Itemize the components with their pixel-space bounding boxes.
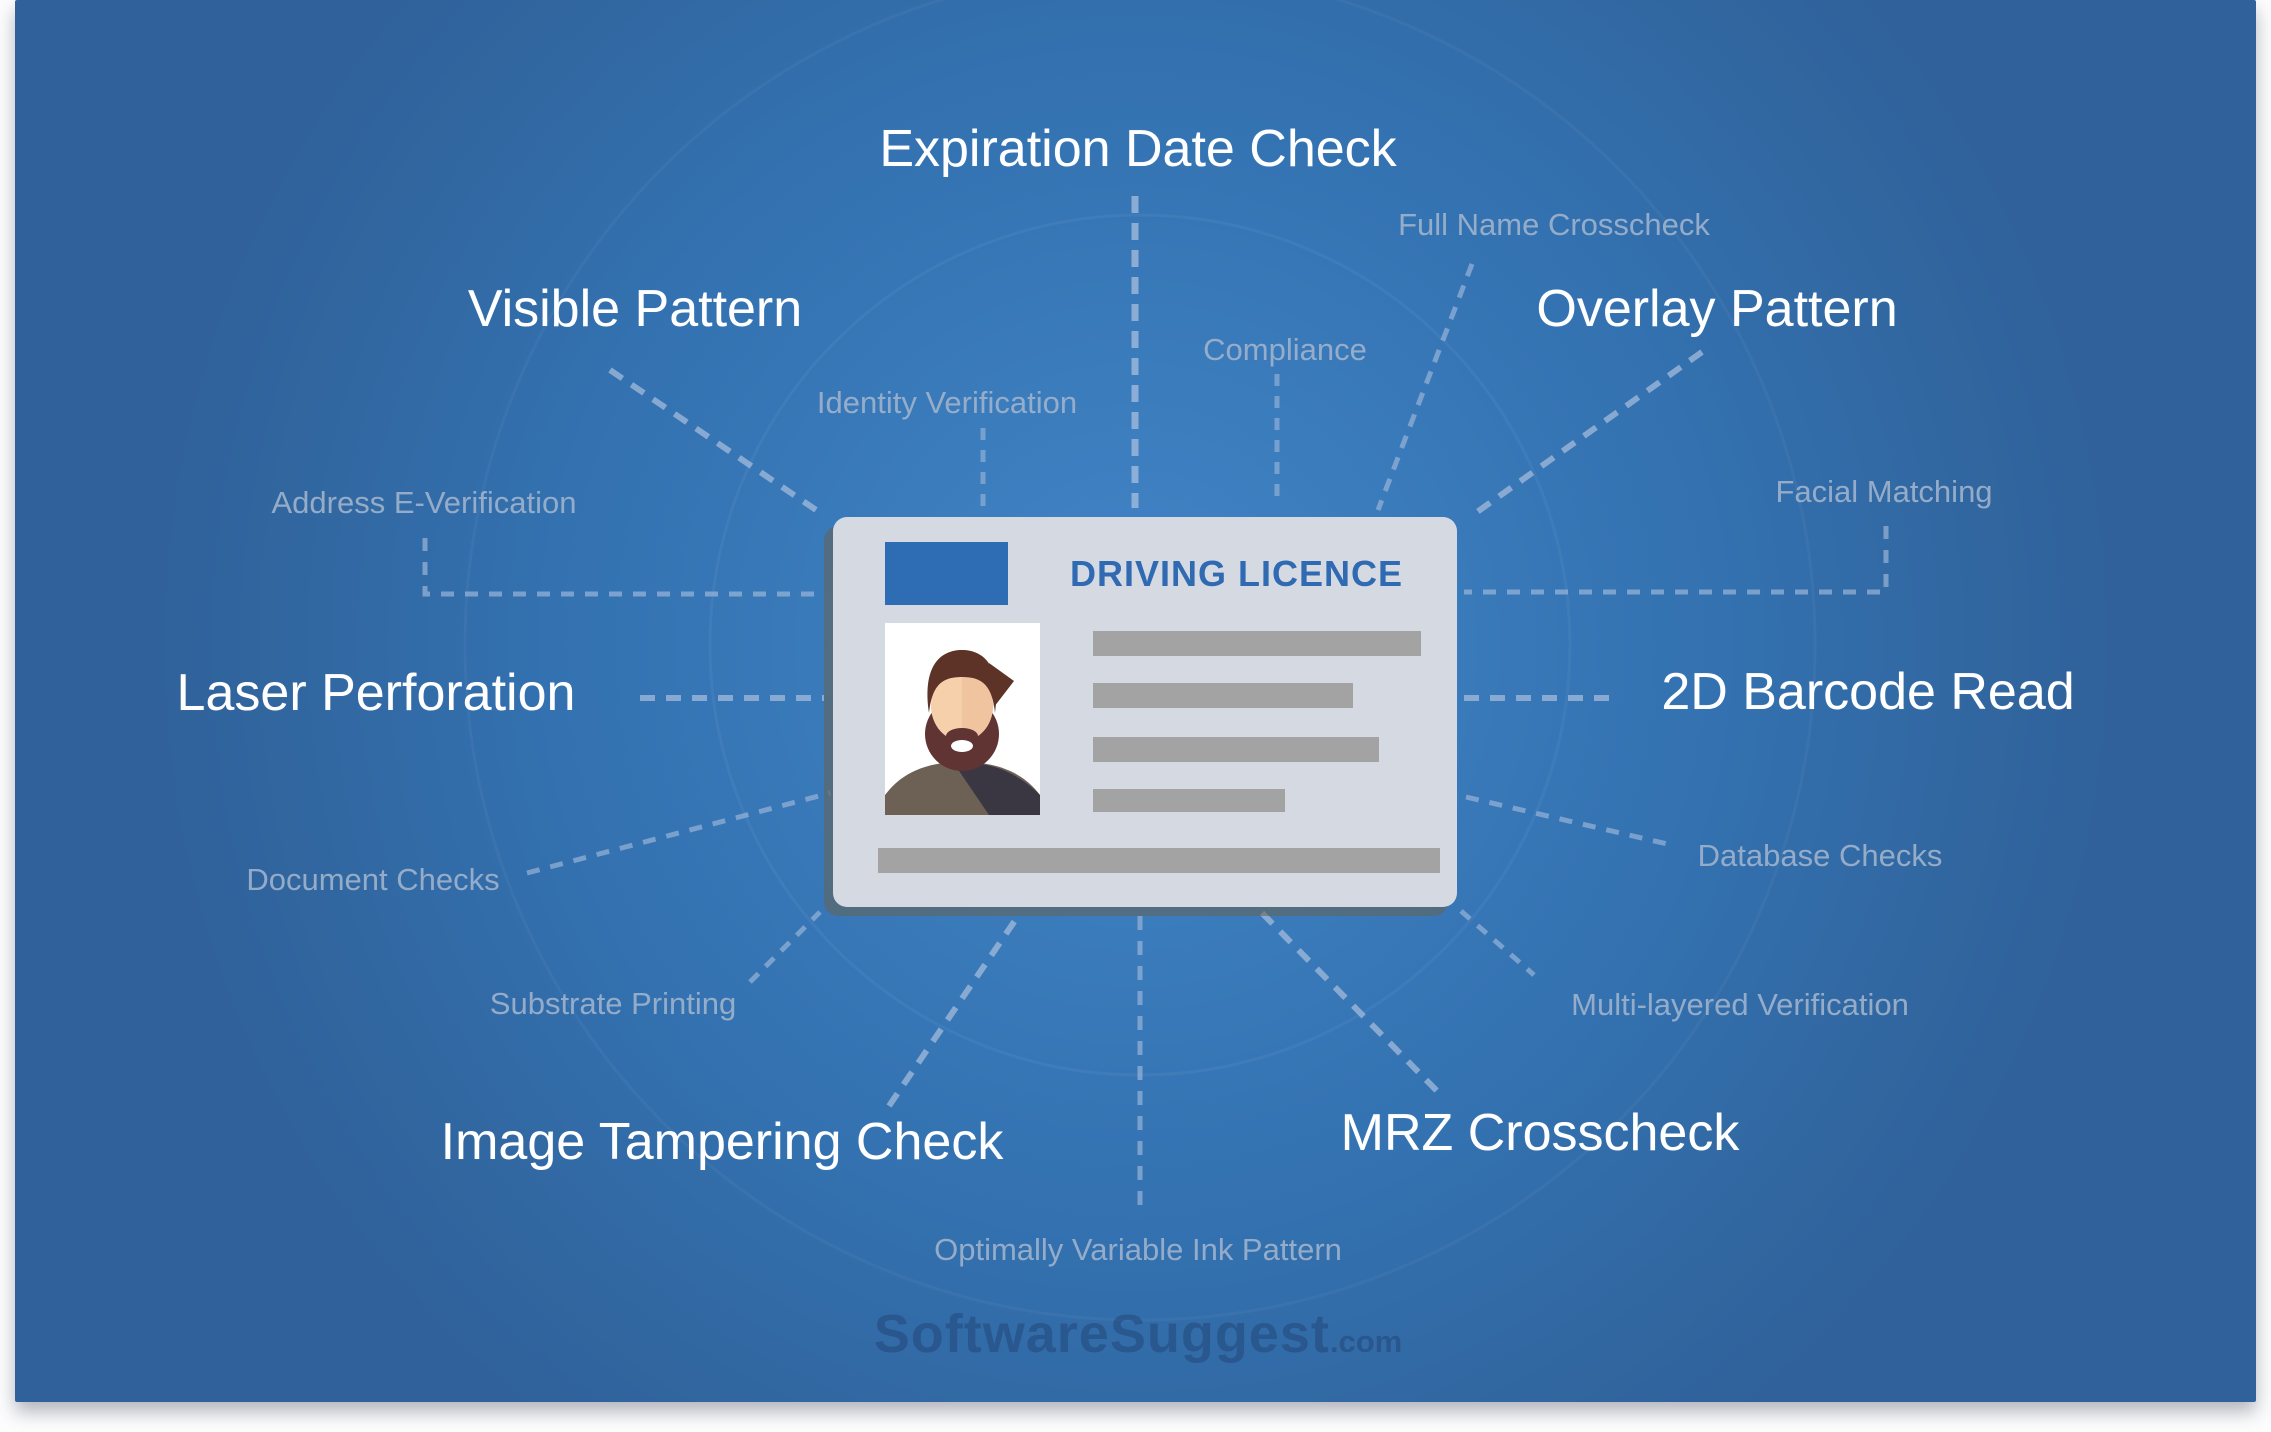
label-compliance: Compliance: [1203, 332, 1367, 368]
label-full-name-crosscheck: Full Name Crosscheck: [1398, 207, 1710, 243]
label-optimally-variable-ink-pattern: Optimally Variable Ink Pattern: [934, 1232, 1342, 1268]
connector-database-checks: [1465, 794, 1677, 849]
avatar-hair-flick: [989, 663, 1014, 707]
card-text-line: [1093, 737, 1379, 762]
watermark-name: SoftwareSuggest: [873, 1304, 1330, 1364]
label-document-checks: Document Checks: [246, 862, 500, 898]
connector-facial-matching: [1464, 526, 1889, 595]
label-identity-verification: Identity Verification: [816, 385, 1078, 421]
card-text-line: [1093, 683, 1353, 708]
connector-substrate-printing: [748, 910, 822, 984]
softwaresuggest-watermark: SoftwareSuggest.com: [874, 1303, 1402, 1365]
label-2d-barcode-read: 2D Barcode Read: [1661, 663, 2075, 722]
label-facial-matching: Facial Matching: [1775, 474, 1993, 510]
connector-lines: [422, 0, 1889, 1322]
avatar-hair: [927, 650, 997, 713]
label-visible-pattern: Visible Pattern: [467, 280, 803, 339]
male-portrait-avatar: [885, 623, 1040, 815]
card-title: DRIVING LICENCE: [1070, 553, 1404, 594]
label-address-e-verification: Address E-Verification: [271, 485, 577, 521]
card-emblem-block: [885, 542, 1008, 605]
avatar-mustache: [946, 728, 978, 744]
label-substrate-printing: Substrate Printing: [489, 986, 737, 1022]
card-bottom-line: [878, 848, 1440, 873]
connector-visible-pattern: [608, 367, 824, 517]
avatar-smile: [951, 740, 973, 752]
connector-address-e-verification: [422, 538, 820, 597]
connector-image-tampering-check: [886, 917, 1019, 1108]
avatar-face-shade: [962, 671, 993, 741]
label-expiration-date-check: Expiration Date Check: [879, 120, 1397, 179]
watermark-tld: .com: [1329, 1324, 1403, 1359]
label-multi-layered-verification: Multi-layered Verification: [1571, 987, 1909, 1023]
connector-mrz-crosscheck: [1259, 910, 1441, 1095]
connector-document-checks: [526, 790, 831, 876]
label-image-tampering-check: Image Tampering Check: [440, 1113, 1004, 1172]
background-ring-outer: [463, 0, 1817, 1322]
card-text-line: [1093, 789, 1285, 812]
driving-licence-card: DRIVING LICENCE: [833, 517, 1457, 907]
label-database-checks: Database Checks: [1697, 838, 1943, 874]
avatar-shirt-shadow: [955, 763, 1040, 815]
connector-full-name-crosscheck: [1375, 263, 1475, 511]
connector-overlay-pattern: [1468, 349, 1704, 520]
label-laser-perforation: Laser Perforation: [176, 664, 576, 723]
connector-multi-layered-verification: [1459, 909, 1536, 977]
card-text-line: [1093, 631, 1421, 656]
label-mrz-crosscheck: MRZ Crosscheck: [1340, 1104, 1740, 1163]
label-overlay-pattern: Overlay Pattern: [1536, 280, 1898, 339]
